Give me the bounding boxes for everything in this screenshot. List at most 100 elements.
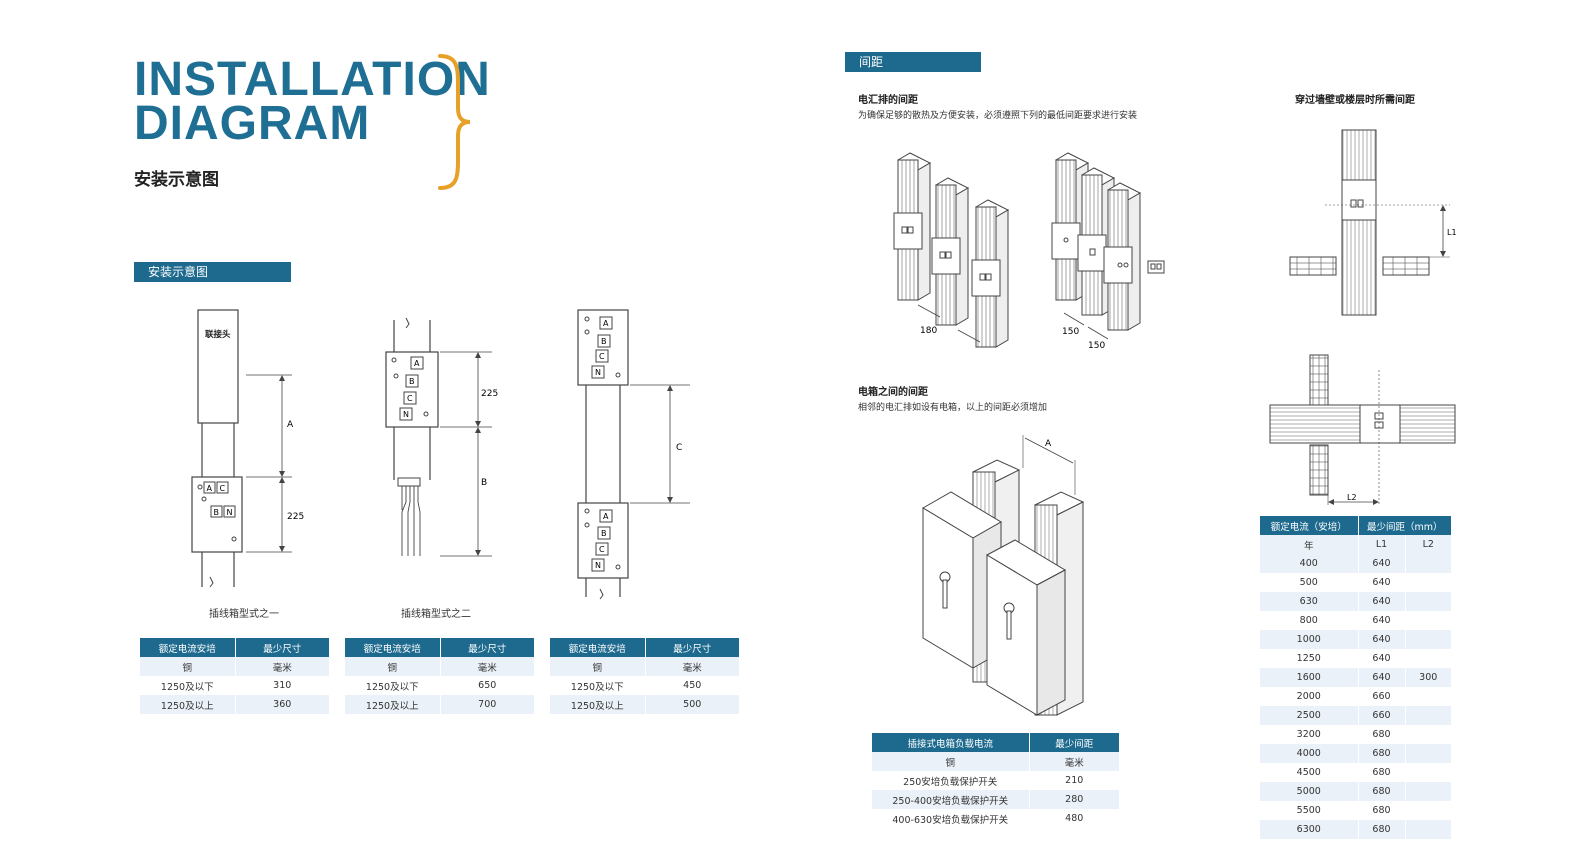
- table-cell: 640: [1358, 611, 1406, 630]
- table-cell: 630: [1260, 592, 1359, 611]
- dim-l1: L1: [1447, 228, 1457, 237]
- table-cell: 680: [1358, 744, 1406, 763]
- phase-b-bottom: B: [601, 529, 607, 538]
- table-cell: [1405, 630, 1452, 649]
- connector-label: 联接头: [205, 329, 231, 340]
- phase-a: A: [207, 484, 213, 493]
- diagram-plugbox-2: A B C N 225 B: [385, 317, 498, 557]
- brace-decoration: [438, 54, 471, 190]
- table-cell: 1600: [1260, 668, 1359, 687]
- phase-a-top: A: [603, 319, 609, 328]
- table-cell: 6300: [1260, 820, 1359, 839]
- table-row: 铜毫米: [550, 657, 740, 676]
- wall-passthrough-diagram: L1: [1289, 129, 1457, 316]
- table-cell: 640: [1358, 668, 1406, 687]
- dim-225-label: 225: [287, 512, 304, 522]
- table-header: 插接式电箱负载电流: [872, 733, 1030, 752]
- section-bar-install: 安装示意图: [134, 262, 291, 282]
- phase-a-bottom: A: [603, 512, 609, 521]
- diagram-plugbox-3: A B C N A B C N C: [577, 309, 690, 600]
- table-cell: 1250: [1260, 649, 1359, 668]
- caption-type-1: 插线箱型式之一: [209, 609, 279, 620]
- table-header: 最少尺寸: [235, 638, 330, 657]
- dim-225-label: 225: [481, 389, 498, 399]
- table-cell: [1405, 649, 1452, 668]
- phase-b-top: B: [601, 337, 607, 346]
- table-cell: 300: [1405, 668, 1452, 687]
- table-cell: [1405, 706, 1452, 725]
- table-cell: 800: [1260, 611, 1359, 630]
- dim-b-label: B: [481, 478, 487, 488]
- table-cell: 680: [1358, 763, 1406, 782]
- dim-c-label: C: [676, 443, 682, 453]
- table-header: 最少间距: [1029, 733, 1120, 752]
- title-line-1: INSTALLATION: [134, 53, 491, 106]
- table-cell: 640: [1358, 554, 1406, 573]
- section-bar-spacing: 间距: [845, 52, 981, 72]
- table-cell: 1000: [1260, 630, 1359, 649]
- table-cell: 5000: [1260, 782, 1359, 801]
- table-cell: 680: [1358, 782, 1406, 801]
- table-cell: [1405, 782, 1452, 801]
- table-cell: [1405, 725, 1452, 744]
- table-cell: [1405, 554, 1452, 573]
- table-cell: 660: [1358, 706, 1406, 725]
- table-cell: 4000: [1260, 744, 1359, 763]
- table-cell: 4500: [1260, 763, 1359, 782]
- table-header: 最少间距（mm）: [1358, 516, 1452, 535]
- table-cell: 640: [1358, 573, 1406, 592]
- title-line-2: DIAGRAM: [134, 97, 371, 150]
- phase-n-top: N: [595, 368, 601, 377]
- busbar-spacing-heading: 电汇排的间距: [858, 95, 918, 106]
- busbar-group-1: 180: [893, 152, 1010, 348]
- table-cell: 5500: [1260, 801, 1359, 820]
- table-cell: 2500: [1260, 706, 1359, 725]
- phase-c-bottom: C: [599, 545, 605, 554]
- table-cell: 640: [1358, 592, 1406, 611]
- table-cell: [1405, 744, 1452, 763]
- caption-type-2: 插线箱型式之二: [401, 609, 471, 620]
- table-cell: [1405, 801, 1452, 820]
- box-spacing-heading: 电箱之间的间距: [858, 387, 928, 398]
- phase-c-top: C: [599, 352, 605, 361]
- table-cell: [1405, 820, 1452, 839]
- wall-spacing-heading: 穿过墙壁或楼层时所需间距: [1295, 95, 1415, 106]
- diagram-plugbox-1: 联接头 A C B N A 225: [191, 309, 304, 588]
- dim-180: 180: [920, 326, 937, 336]
- table-cell: 2000: [1260, 687, 1359, 706]
- dim-150-a: 150: [1062, 327, 1079, 337]
- table-cell: [1405, 573, 1452, 592]
- phase-n: N: [403, 410, 409, 419]
- busbar-spacing-diagram: 180 150 150: [893, 152, 1165, 351]
- table-cell: 400: [1260, 554, 1359, 573]
- table-cell: 640: [1358, 649, 1406, 668]
- page-title: INSTALLATION DIAGRAM: [134, 53, 491, 150]
- table-cell: 680: [1358, 820, 1406, 839]
- table-cell: 640: [1358, 630, 1406, 649]
- phase-a: A: [414, 359, 420, 368]
- dim-150-b: 150: [1088, 341, 1105, 351]
- table-row: 铜毫米: [872, 752, 1120, 771]
- dim-a-label: A: [287, 420, 294, 430]
- phase-b: B: [409, 377, 415, 386]
